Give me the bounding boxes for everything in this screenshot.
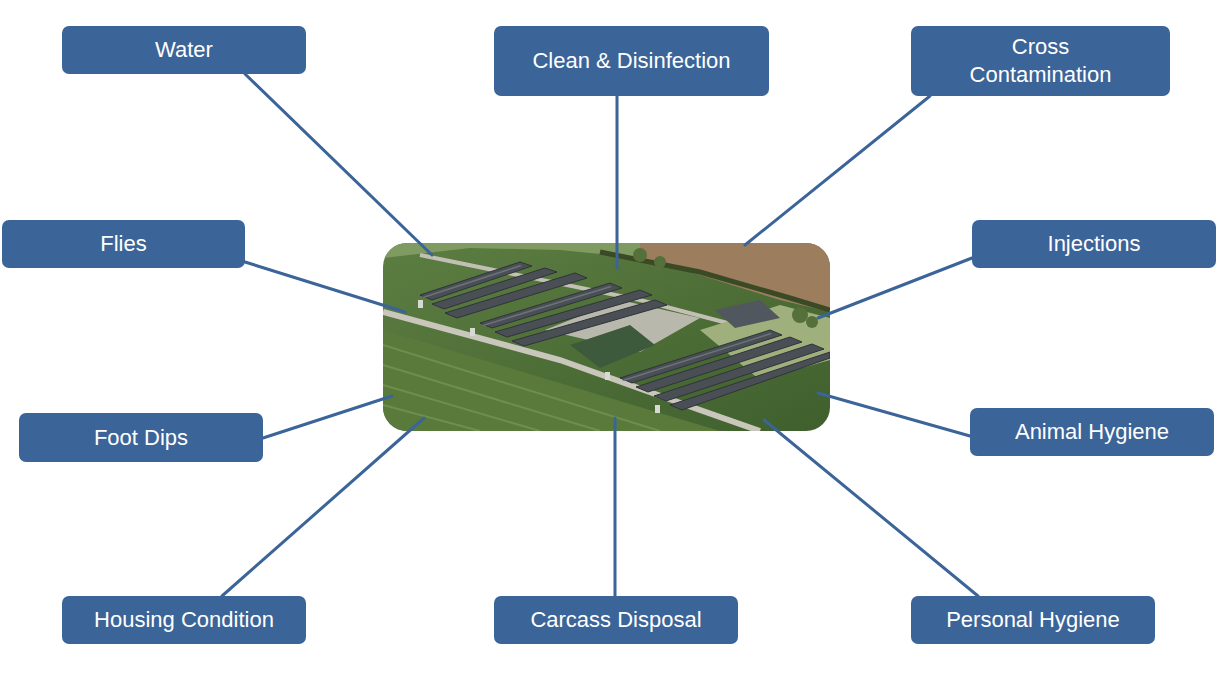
box-label: Housing Condition bbox=[94, 606, 274, 634]
box-label: Water bbox=[155, 36, 213, 64]
label-box: Housing Condition bbox=[62, 596, 306, 644]
label-box: Personal Hygiene bbox=[911, 596, 1155, 644]
label-box: Carcass Disposal bbox=[494, 596, 738, 644]
label-box: Animal Hygiene bbox=[970, 408, 1214, 456]
label-box: Water bbox=[62, 26, 306, 74]
label-box: Injections bbox=[972, 220, 1216, 268]
label-box: Flies bbox=[2, 220, 245, 268]
box-label: Animal Hygiene bbox=[1015, 418, 1169, 446]
box-label: Injections bbox=[1048, 230, 1141, 258]
box-label: Personal Hygiene bbox=[946, 606, 1120, 634]
box-label: Cross Contamination bbox=[953, 33, 1128, 89]
label-box: Cross Contamination bbox=[911, 26, 1170, 96]
box-label: Flies bbox=[100, 230, 146, 258]
box-label: Foot Dips bbox=[94, 424, 188, 452]
box-label: Clean & Disinfection bbox=[532, 47, 730, 75]
box-label: Carcass Disposal bbox=[530, 606, 701, 634]
label-box: Clean & Disinfection bbox=[494, 26, 769, 96]
label-box: Foot Dips bbox=[19, 413, 263, 462]
